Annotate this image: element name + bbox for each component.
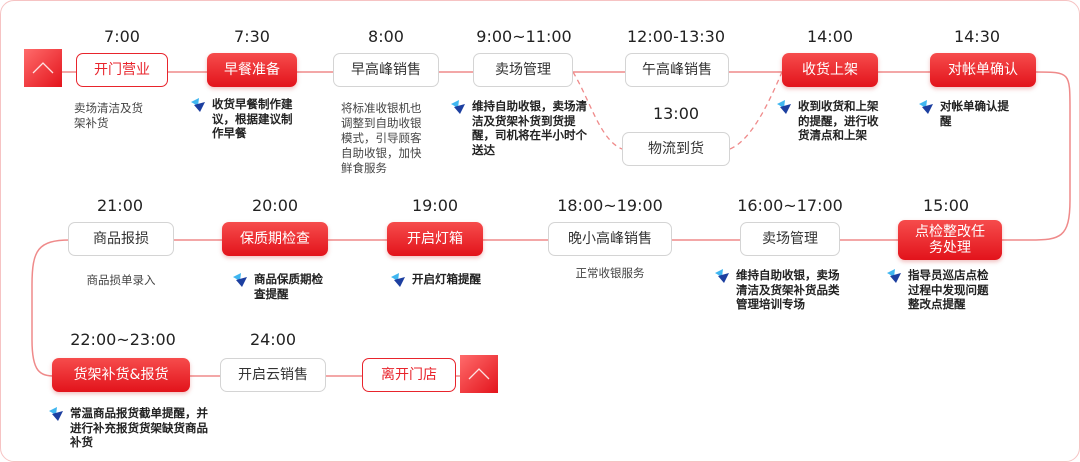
- step-light-box-on[interactable]: 开启灯箱: [387, 222, 483, 256]
- time-label: 7:30: [234, 27, 270, 46]
- tip-text: 维持自助收银，卖场清洁及货架补货品类管理培训专场: [736, 268, 840, 311]
- time-label: 18:00~19:00: [557, 196, 663, 215]
- step-cloud-sales[interactable]: 开启云销售: [220, 358, 326, 392]
- time-label: 16:00~17:00: [737, 196, 843, 215]
- branch-connector-right: [729, 71, 783, 150]
- step-inspection-rectify[interactable]: 点检整改任务处理: [898, 220, 1002, 260]
- step-noon-peak[interactable]: 午高峰销售: [625, 53, 729, 87]
- time-label: 14:00: [806, 27, 854, 46]
- time-label: 15:00: [922, 196, 970, 215]
- end-marker: [460, 355, 498, 393]
- time-label: 9:00~11:00: [476, 27, 572, 46]
- step-note: 商品损单录入: [86, 273, 156, 287]
- step-breakfast-prep[interactable]: 早餐准备: [207, 53, 297, 87]
- step-expiry-check[interactable]: 保质期检查: [222, 222, 328, 256]
- time-label: 19:00: [411, 196, 459, 215]
- tip-text: 对帐单确认提醒: [940, 99, 1009, 128]
- step-note: 将标准收银机也调整到自助收银模式，引导顾客自助收银，加快 鲜食服务: [341, 101, 422, 175]
- tip-text: 商品保质期检查提醒: [254, 272, 323, 301]
- step-tip: 维持自助收银，卖场清洁及货架补货到货提醒，司机将在半小时个送达: [450, 99, 588, 157]
- step-evening-peak[interactable]: 晚小高峰销售: [548, 222, 672, 256]
- turn-right-connector: [1029, 71, 1071, 241]
- time-label: 13:00: [652, 104, 700, 123]
- step-note: 卖场清洁及货架补货: [74, 101, 143, 130]
- time-label: 24:00: [249, 330, 297, 349]
- start-marker: [24, 49, 62, 87]
- step-tip: 指导员巡店点检过程中发现问题整改点提醒: [886, 268, 990, 312]
- assistant-logo-icon: [715, 269, 729, 283]
- tip-text: 常温商品报货截单提醒，并进行补充报货货架缺货商品补货: [70, 406, 208, 449]
- tip-text: 开启灯箱提醒: [412, 272, 481, 286]
- assistant-logo-icon: [49, 407, 63, 421]
- tip-text: 指导员巡店点检过程中发现问题整改点提醒: [908, 268, 989, 311]
- step-tip: 收到收货和上架的提醒，进行收货清点和上架: [776, 99, 882, 143]
- arrow-up-icon: [468, 368, 490, 380]
- step-leave-store[interactable]: 离开门店: [362, 358, 456, 392]
- tip-text: 收到收货和上架的提醒，进行收货清点和上架: [798, 99, 879, 142]
- tip-text: 维持自助收银，卖场清洁及货架补货到货提醒，司机将在半小时个送达: [472, 99, 587, 157]
- tip-text: 收货早餐制作建议，根据建议制作早餐: [212, 97, 293, 140]
- branch-connector-left: [572, 71, 623, 150]
- step-open-store[interactable]: 开门营业: [76, 53, 168, 87]
- time-label: 14:30: [953, 27, 1001, 46]
- step-damage-report[interactable]: 商品报损: [68, 222, 174, 256]
- time-label: 7:00: [104, 27, 140, 46]
- step-tip: 商品保质期检查提醒: [232, 272, 328, 301]
- step-note: 正常收银服务: [575, 266, 645, 280]
- step-floor-management[interactable]: 卖场管理: [473, 53, 573, 87]
- time-label: 22:00~23:00: [70, 330, 176, 349]
- time-label: 21:00: [96, 196, 144, 215]
- step-tip: 开启灯箱提醒: [390, 272, 500, 288]
- step-tip: 维持自助收银，卖场清洁及货架补货品类管理培训专场: [714, 268, 848, 312]
- assistant-logo-icon: [777, 100, 791, 114]
- step-receive-shelve[interactable]: 收货上架: [782, 53, 878, 87]
- assistant-logo-icon: [191, 98, 205, 112]
- time-label: 12:00-13:30: [627, 27, 725, 46]
- step-tip: 常温商品报货截单提醒，并进行补充报货货架缺货商品补货: [48, 406, 208, 450]
- assistant-logo-icon: [451, 100, 465, 114]
- assistant-logo-icon: [887, 269, 901, 283]
- step-morning-peak[interactable]: 早高峰销售: [333, 53, 439, 87]
- step-shelf-replenish[interactable]: 货架补货&报货: [52, 358, 190, 392]
- step-logistics-arrival[interactable]: 物流到货: [622, 132, 730, 166]
- step-tip: 收货早餐制作建议，根据建议制作早餐: [190, 97, 302, 141]
- time-label: 20:00: [251, 196, 299, 215]
- assistant-logo-icon: [233, 273, 247, 287]
- step-floor-management-pm[interactable]: 卖场管理: [740, 222, 840, 256]
- step-statement-confirm[interactable]: 对帐单确认: [930, 53, 1036, 87]
- step-tip: 对帐单确认提醒: [918, 99, 1018, 128]
- assistant-logo-icon: [391, 273, 405, 287]
- time-label: 8:00: [368, 27, 404, 46]
- arrow-up-icon: [32, 62, 54, 74]
- turn-left-connector: [31, 239, 71, 377]
- assistant-logo-icon: [919, 100, 933, 114]
